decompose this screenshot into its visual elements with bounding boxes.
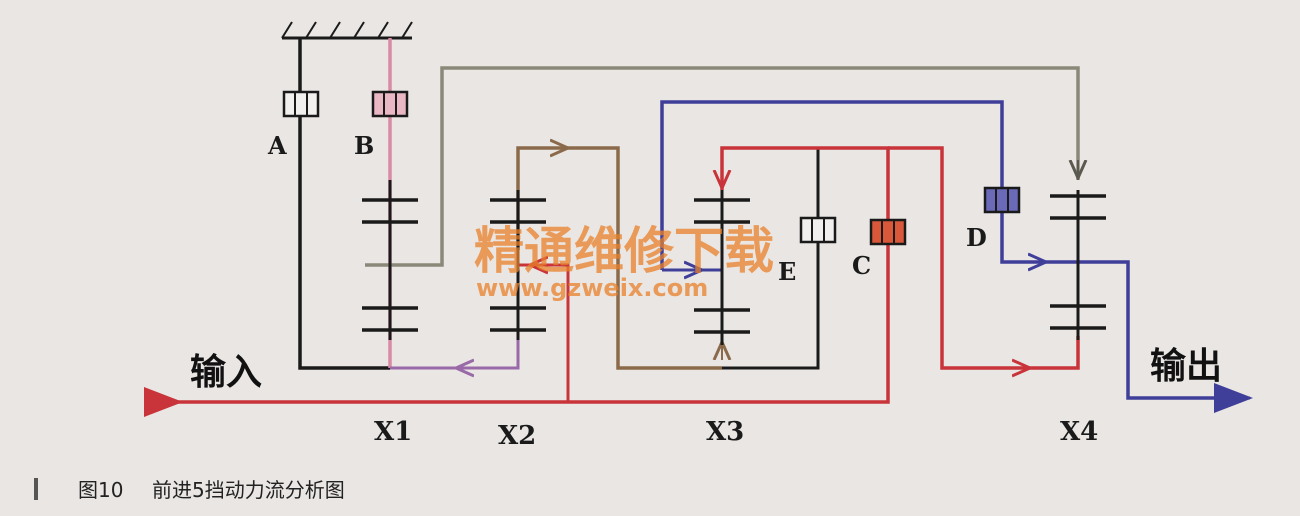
input-label: 输入 (190, 352, 262, 393)
label-x4: X4 (1060, 417, 1098, 447)
label-e: E (778, 257, 796, 286)
watermark-title: 精通维修下载 (474, 222, 774, 280)
label-c: C (852, 251, 871, 280)
label-a: A (267, 131, 287, 160)
clutch-b-symbol (371, 90, 409, 118)
label-b: B (354, 131, 374, 160)
figure-number: 图10 (78, 478, 123, 502)
gray-flow-line (365, 66, 1080, 267)
label-x3: X3 (706, 417, 744, 447)
gearset-x2 (490, 190, 546, 340)
output-label: 输出 (1150, 346, 1222, 387)
clutch-c-symbol (869, 218, 907, 246)
caption-bar (34, 478, 38, 500)
clutch-a-symbol (282, 90, 320, 118)
label-x1: X1 (374, 417, 412, 447)
x4-input-branch (888, 146, 1080, 370)
x1-x2-link (390, 336, 520, 370)
gearset-x4 (1050, 190, 1106, 340)
brake-a-line (298, 38, 390, 370)
watermark-url: www.gzweix.com (476, 274, 708, 302)
gearset-x3 (694, 190, 750, 345)
housing-ground (281, 21, 413, 40)
clutch-d-symbol (983, 186, 1021, 214)
figure-title: 前进5挡动力流分析图 (152, 478, 345, 502)
label-x2: X2 (498, 421, 536, 451)
clutch-e-symbol (799, 216, 837, 244)
brown-flow-line (516, 146, 722, 370)
gearset-x1 (362, 180, 418, 340)
label-d: D (966, 223, 987, 252)
